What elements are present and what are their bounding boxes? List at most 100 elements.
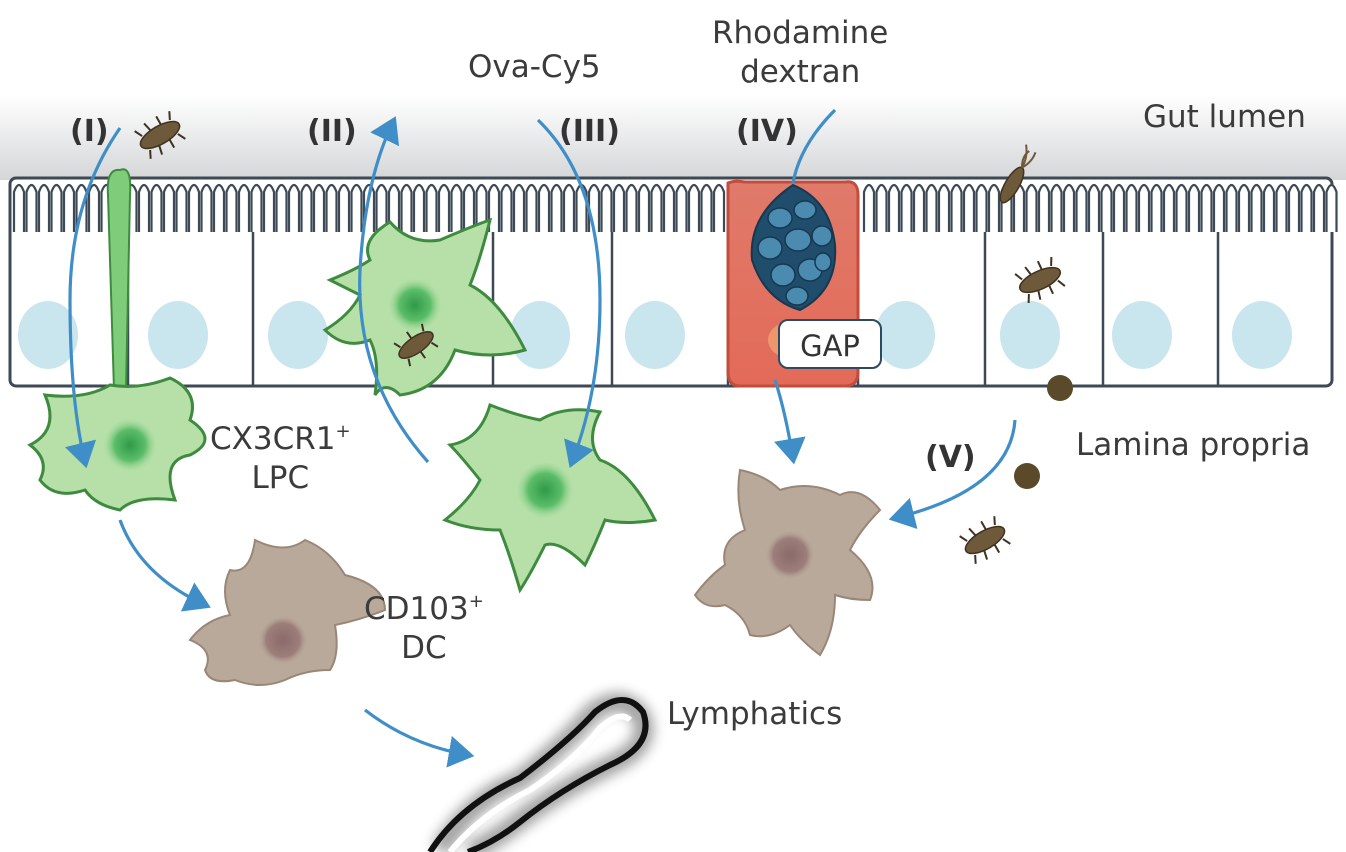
microvillus [262,183,276,232]
bacterium-icon [959,516,1011,564]
microvillus [462,183,476,232]
rhodamine-label: Rhodamine dextran [712,14,888,92]
microvillus [1225,183,1238,232]
cd103-label-line2: DC [401,629,447,666]
microvillus [1162,183,1176,232]
microvillus [987,183,1001,232]
lymphatics-label: Lymphatics [667,696,843,732]
cx3cr1-macrophage-2 [322,217,528,397]
arrow-pathway-iii [536,118,602,468]
microvillus [925,183,938,232]
microvillus [62,183,76,232]
arrow-dc-to-lymphatics [364,708,475,768]
microvillus [87,183,101,232]
pathway-arrows [64,108,1017,768]
arrow-lpc-to-dc [118,519,211,612]
microvillus [975,183,988,232]
microvillus [950,183,963,232]
bacterium-icon [1014,257,1066,303]
microvillus [600,183,613,232]
cx3cr1-label-line1: CX3CR1+ [210,420,351,459]
particle-icon [1014,463,1040,489]
microvillus [1300,183,1313,232]
pathway-label-v: (V) [925,440,976,475]
microvillus [1175,183,1188,232]
cx3cr1-name: CX3CR1 [210,421,336,457]
arrow-pathway-iv [791,108,837,184]
enterocyte-nucleus [18,301,78,369]
arrow-pathway-v [888,419,1017,529]
bacterium-icon [393,323,439,367]
enterocyte-nucleus [510,301,570,369]
microvillus [937,183,951,232]
enterocyte-nucleus [1232,301,1292,369]
enterocyte-nucleus [268,301,328,369]
microvillus [1287,183,1301,232]
bacterium-icon [134,111,186,159]
arrow-pathway-i [64,127,122,469]
gap-label: GAP [778,319,882,369]
microvillus [1200,183,1213,232]
microvillus [187,183,201,232]
microvillus [1325,183,1338,232]
microvillus [425,183,438,232]
microvillus [712,183,726,232]
microvillus [400,183,413,232]
microvillus [1137,183,1151,232]
microvillus [250,183,263,232]
lamina-propria-label: Lamina propria [1076,427,1311,463]
microvillus [612,183,626,232]
microvillus [1275,183,1288,232]
microvillus [550,183,563,232]
flagellated-bacterium-icon [999,144,1037,204]
microvillus [1037,183,1051,232]
microvillus [325,183,338,232]
cd103-dendritic-cell [188,538,387,686]
cd103-label-line1: CD103+ [364,590,484,629]
microvillus [1237,183,1251,232]
microvillus [1050,183,1063,232]
microvillus [437,183,451,232]
microvillus [537,183,551,232]
microvillus [500,183,513,232]
cx3cr1-lpc-label: CX3CR1+ LPC [210,420,351,498]
lymphatic-vessel [427,692,654,852]
epithelial-layer [8,176,1338,388]
cd103-dc-label: CD103+ DC [364,590,484,668]
cx3cr1-label-line2: LPC [251,459,310,496]
microvillus [1100,183,1113,232]
microvillus [50,183,63,232]
microvillus [962,183,976,232]
microvillus [375,183,388,232]
microvillus [900,183,913,232]
microvillus [1025,183,1038,232]
microvillus [350,183,363,232]
microvillus [225,183,238,232]
microvillus [1250,183,1263,232]
microvillus [362,183,376,232]
microvillus [37,183,51,232]
microvillus [687,183,701,232]
microvillus [625,183,638,232]
microvillus [162,183,176,232]
microvillus [887,183,901,232]
cd103-sup: + [468,591,484,612]
cx3cr1-macrophage-3 [442,402,658,594]
cx3cr1-macrophage-1 [27,168,207,512]
microvillus [1125,183,1138,232]
microvillus [1312,183,1326,232]
microvillus [200,183,213,232]
arrow-pathway-ii [358,116,430,464]
microvillus [662,183,676,232]
microvillus [312,183,326,232]
microvillus [525,183,538,232]
microvillus [212,183,226,232]
microvillus [1212,183,1226,232]
arrow-gap-to-dc [773,379,806,465]
rhodamine-label-line1: Rhodamine [712,15,889,51]
microvillus [1262,183,1276,232]
microvillus [700,183,713,232]
enterocyte-nucleus [148,301,208,369]
enterocyte-nucleus [875,301,935,369]
